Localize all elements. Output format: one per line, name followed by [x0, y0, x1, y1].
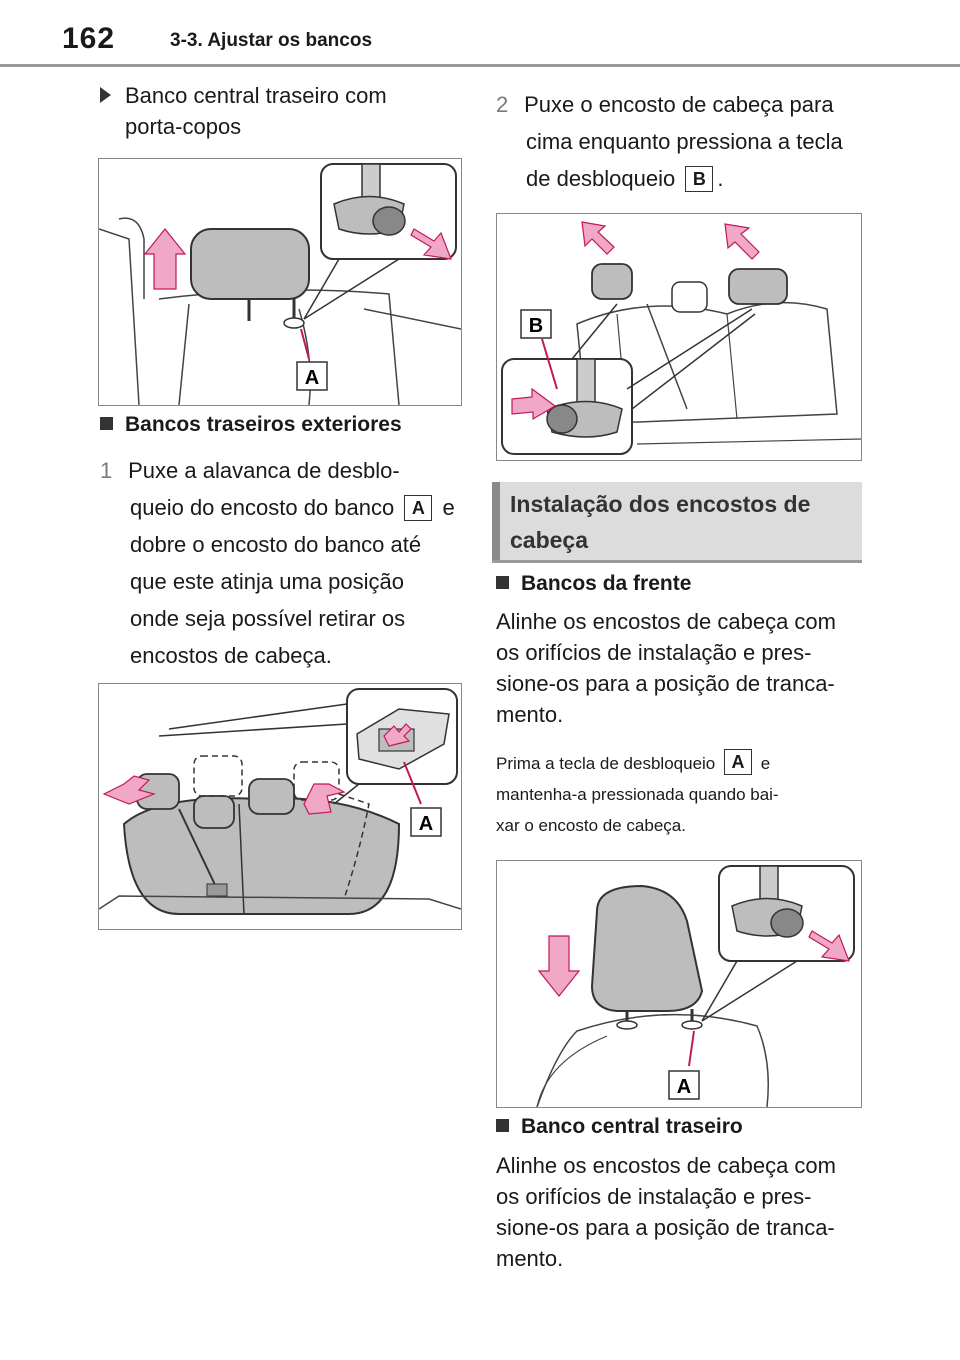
bullet-line-1: Banco central traseiro com	[125, 83, 387, 108]
down-arrow-icon	[537, 935, 581, 997]
label-a-fig2: A	[419, 813, 433, 835]
figure-outer-rear-seats: B	[496, 213, 862, 461]
label-a-badge: A	[404, 495, 433, 521]
section-band-installation: Instalação dos encostos de cabeça	[492, 482, 862, 563]
up-arrow-right-icon	[724, 223, 760, 260]
press-arrow-fig4-icon	[808, 930, 850, 962]
figure-4-illustration: A	[536, 865, 855, 1107]
fold-arrow-right-icon	[303, 783, 346, 815]
figure-front-headrest: A	[496, 860, 862, 1108]
page-number: 162	[62, 22, 116, 55]
step-1: 1 Puxe a alavanca de desblo- queio do en…	[100, 452, 455, 674]
figure-1-illustration: A	[99, 163, 461, 405]
header-rule	[0, 64, 960, 67]
fold-arrow-left-icon	[102, 775, 156, 805]
figure-2-illustration: A	[99, 688, 461, 915]
figure-center-rear-seat: A	[98, 158, 462, 406]
note-release-button: Prima a tecla de desbloqueio A e mantenh…	[496, 748, 779, 841]
up-arrow-left-icon	[581, 221, 615, 255]
pull-lever-arrow-icon	[383, 723, 412, 747]
bullet-line-2: porta-copos	[125, 114, 242, 139]
label-a: A	[305, 367, 319, 389]
heading-rear-center-seat: Banco central traseiro	[496, 1115, 743, 1139]
bullet-item: Banco central traseiro com porta-copos	[100, 80, 387, 142]
figure-fold-rear-seat: A	[98, 683, 462, 930]
heading-front-seats: Bancos da frente	[496, 572, 691, 596]
step-1-number: 1	[100, 458, 113, 483]
square-bullet-icon	[100, 417, 113, 430]
band-title: Instalação dos encostos de cabeça	[510, 491, 811, 553]
label-a-badge-note: A	[723, 749, 752, 775]
paragraph-rear-center-seat: Alinhe os encostos de cabeça com os orif…	[496, 1153, 836, 1271]
figure-3-illustration: B	[501, 221, 861, 455]
up-arrow-icon	[143, 228, 187, 290]
heading-outer-rear-seats: Bancos traseiros exteriores	[100, 413, 402, 437]
paragraph-front-seats: Alinhe os encostos de cabeça com os orif…	[496, 609, 836, 727]
press-arrow-fig3-icon	[511, 387, 557, 421]
step-2-number: 2	[496, 92, 509, 117]
label-a-fig4: A	[677, 1076, 691, 1098]
label-b: B	[529, 315, 543, 337]
band-accent-bar	[492, 482, 500, 560]
press-arrow-icon	[410, 228, 452, 260]
square-bullet-icon	[496, 1119, 509, 1132]
step-2: 2 Puxe o encosto de cabeça para cima enq…	[496, 86, 843, 197]
label-b-badge: B	[685, 166, 714, 192]
triangle-bullet-icon	[100, 87, 111, 103]
square-bullet-icon	[496, 576, 509, 589]
section-title: 3-3. Ajustar os bancos	[170, 30, 373, 51]
